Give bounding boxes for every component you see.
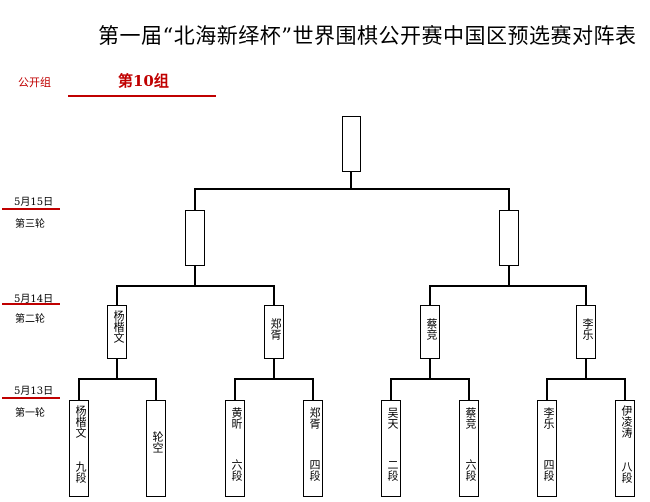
- round2-box-1: 杨楷文: [107, 305, 127, 359]
- round1-box-4: 郑胥 四段: [303, 400, 323, 497]
- round1-box-6: 蔡竞 六段: [459, 400, 479, 497]
- round1-divider: [2, 397, 60, 399]
- round2-name: 第二轮: [15, 314, 45, 325]
- bracket-line: [234, 378, 236, 400]
- bracket-line: [546, 378, 626, 380]
- round1-date: 5月13日: [14, 386, 54, 397]
- bracket-line: [155, 378, 157, 400]
- bracket-line: [194, 188, 510, 190]
- bracket-line: [585, 359, 587, 380]
- bracket-line: [273, 359, 275, 380]
- bracket-line: [429, 285, 431, 305]
- bracket-line: [429, 285, 587, 287]
- round2-box-2: 郑胥: [264, 305, 284, 359]
- round1-box-7: 李乐 四段: [537, 400, 557, 497]
- bracket-line: [390, 378, 392, 400]
- bracket-line: [390, 378, 470, 380]
- bracket-line: [194, 188, 196, 210]
- bracket-line: [546, 378, 548, 400]
- bracket-line: [116, 285, 275, 287]
- round2-box-3: 蔡竞: [420, 305, 440, 359]
- bracket-line: [468, 378, 470, 400]
- round2-date: 5月14日: [14, 294, 54, 305]
- bracket-line: [585, 285, 587, 305]
- round2-box-4: 李乐: [576, 305, 596, 359]
- bracket-line: [194, 266, 196, 287]
- bracket-line: [234, 378, 314, 380]
- bracket-line: [429, 359, 431, 380]
- round1-box-3: 黄昕 六段: [225, 400, 245, 497]
- bracket-line: [508, 266, 510, 287]
- round3-box-1: [185, 210, 205, 266]
- round1-box-1: 杨楷文 九段: [69, 400, 89, 497]
- page-title: 第一届“北海新绎杯”世界围棋公开赛中国区预选赛对阵表: [98, 24, 637, 48]
- bracket-line: [116, 285, 118, 305]
- round3-name: 第三轮: [15, 219, 45, 230]
- bracket-line: [116, 359, 118, 380]
- bracket-line: [78, 378, 157, 380]
- group-name: 第10组: [118, 72, 169, 90]
- bracket-line: [312, 378, 314, 400]
- round1-box-5: 吴天 二段: [381, 400, 401, 497]
- round3-date: 5月15日: [14, 197, 54, 208]
- bracket-line: [624, 378, 626, 400]
- round1-box-8: 伊凌涛 八段: [615, 400, 635, 497]
- bracket-line: [78, 378, 80, 400]
- round2-divider: [2, 303, 60, 305]
- round1-name: 第一轮: [15, 408, 45, 419]
- bracket-line: [350, 172, 352, 189]
- final-winner-box: [342, 116, 361, 172]
- bracket-line: [273, 285, 275, 305]
- round3-divider: [2, 208, 60, 210]
- round3-box-2: [499, 210, 519, 266]
- round1-box-2: 轮空: [146, 400, 166, 497]
- group-underline: [68, 95, 216, 97]
- group-category-label: 公开组: [18, 76, 51, 89]
- bracket-line: [508, 188, 510, 210]
